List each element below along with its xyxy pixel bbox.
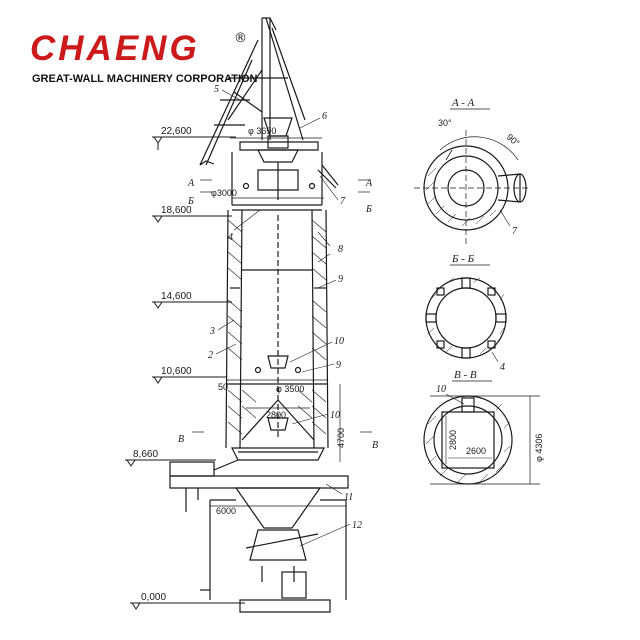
dim-shaft-diameter: φ3000	[211, 188, 237, 198]
brand-name: CHAENG	[30, 29, 200, 68]
brand-tagline: GREAT-WALL MACHINERY CORPORATION	[32, 73, 258, 85]
elevation-label: 22,600	[161, 126, 192, 137]
elevation-label: 14,600	[161, 291, 192, 302]
section-a-a: A - A 30° 90° 7	[414, 97, 530, 246]
elevation-mark-3	[152, 301, 232, 309]
section-mark-b-right: Б	[365, 204, 372, 215]
section-c-width: 2600	[466, 446, 486, 456]
section-c-diameter: φ 4306	[534, 434, 544, 462]
elevation-label: 0,000	[141, 592, 166, 603]
charging-hopper	[239, 117, 319, 200]
section-cut-markers: A Б A Б В В	[178, 178, 378, 451]
dim-ledge: 50	[218, 382, 228, 392]
section-mark-c-left: В	[178, 434, 184, 445]
part-number: 4	[500, 362, 505, 373]
kiln-shaft	[225, 209, 329, 449]
part-number: 6	[322, 111, 327, 122]
section-mark-a-left: A	[187, 178, 195, 189]
part-number: 12	[352, 520, 362, 531]
part-number: 7	[340, 196, 346, 207]
dim-height: 4700	[336, 428, 346, 448]
discharge-table	[169, 447, 349, 512]
discharge-cone	[200, 487, 347, 613]
elevation-mark-1	[152, 136, 236, 150]
part-number: 2	[208, 350, 213, 361]
part-number: 10	[330, 410, 340, 421]
part-number: 11	[344, 492, 353, 503]
part-number: 8	[338, 244, 343, 255]
dim-lower-diameter: φ 3500	[276, 384, 304, 394]
charging-mast	[199, 17, 306, 166]
elevation-mark-2	[152, 215, 232, 223]
dim-inner-width: 2800	[266, 410, 286, 420]
section-a-angle1: 30°	[438, 118, 452, 128]
registered-mark: ®	[234, 31, 247, 46]
kiln-head	[231, 152, 339, 211]
part-number: 3	[209, 326, 215, 337]
elevation-mark-4	[152, 376, 226, 384]
elevation-mark-5	[125, 459, 216, 467]
part-number: 5	[214, 84, 219, 95]
elevation-dimension-labels: φ 3690 φ3000 φ 3500 2800 4700 6000 50	[211, 126, 346, 516]
elevation-label: 18,600	[161, 205, 192, 216]
elevation-markers	[125, 136, 245, 610]
part-number: 4	[228, 232, 233, 243]
section-b-title: Б - Б	[451, 253, 475, 265]
elevation-dimension-lines	[192, 137, 372, 507]
section-c-c: В - В 10 2800 2600 φ 4306	[423, 369, 544, 485]
brand-logo: CHAENG ® GREAT-WALL MACHINERY CORPORATIO…	[30, 29, 258, 85]
kiln-elevation	[169, 17, 349, 613]
part-numbers: 5 6 7 8 9 4 3 2 10 9 10 11 12	[208, 84, 362, 531]
dim-top-diameter: φ 3690	[248, 126, 276, 136]
elevation-labels: 22,600 18,600 14,600 10,600 8,660 0,000	[133, 126, 192, 603]
section-c-title: В - В	[454, 369, 477, 381]
section-a-angle2: 90°	[505, 132, 522, 149]
part-number: 9	[338, 274, 343, 285]
part-number: 9	[336, 360, 341, 371]
part-leaders	[215, 89, 351, 547]
part-number: 10	[436, 384, 446, 395]
elevation-label: 10,600	[161, 366, 192, 377]
part-number: 7	[512, 226, 518, 237]
part-number: 10	[334, 336, 344, 347]
section-mark-c-right: В	[372, 440, 378, 451]
section-b-b: Б - Б 4	[425, 253, 507, 373]
refractory-lining	[227, 219, 327, 435]
elevation-mark-6	[130, 602, 245, 610]
dim-base-width: 6000	[216, 506, 236, 516]
section-mark-a-right: A	[365, 178, 373, 189]
section-c-height: 2800	[448, 430, 458, 450]
section-a-title: A - A	[451, 97, 474, 109]
elevation-label: 8,660	[133, 449, 158, 460]
section-mark-b-left: Б	[187, 196, 194, 207]
